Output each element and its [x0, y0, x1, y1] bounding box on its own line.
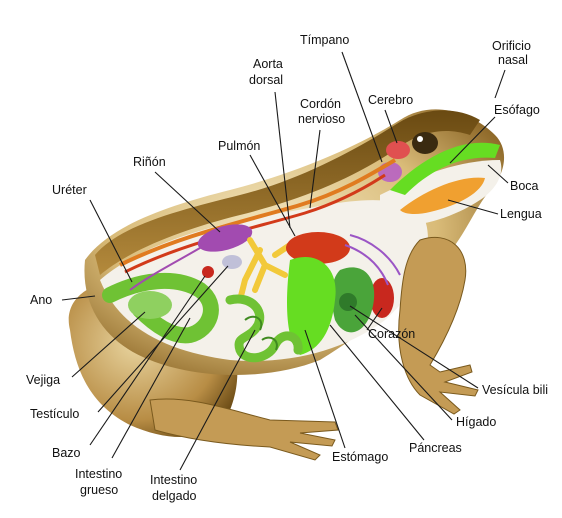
label-cordon-2: nervioso: [298, 112, 345, 126]
label-boca: Boca: [510, 179, 539, 193]
label-orificio-1: Orificio: [492, 39, 531, 53]
label-ureter: Uréter: [52, 183, 87, 197]
label-esofago: Esófago: [494, 103, 540, 117]
brain: [386, 141, 410, 159]
label-int-grueso-1: Intestino: [75, 467, 122, 481]
label-orificio-2: nasal: [498, 53, 528, 67]
front-leg: [399, 237, 478, 414]
leader-orificio: [495, 70, 505, 98]
label-int-grueso-2: grueso: [80, 483, 118, 497]
label-corazon: Corazón: [368, 327, 415, 341]
label-cerebro: Cerebro: [368, 93, 413, 107]
label-pulmon: Pulmón: [218, 139, 260, 153]
testis: [222, 255, 242, 269]
label-aorta-1: Aorta: [253, 57, 283, 71]
bladder: [128, 291, 172, 319]
label-cordon-1: Cordón: [300, 97, 341, 111]
label-lengua: Lengua: [500, 207, 542, 221]
label-timpano: Tímpano: [300, 33, 349, 47]
label-estomago: Estómago: [332, 450, 388, 464]
spleen: [202, 266, 214, 278]
label-int-delgado-1: Intestino: [150, 473, 197, 487]
label-pancreas: Páncreas: [409, 441, 462, 455]
hind-foot: [150, 399, 338, 460]
label-int-delgado-2: delgado: [152, 489, 197, 503]
label-higado: Hígado: [456, 415, 496, 429]
label-testiculo: Testículo: [30, 407, 79, 421]
label-aorta-2: dorsal: [249, 73, 283, 87]
label-ano: Ano: [30, 293, 52, 307]
label-vesicula: Vesícula bili: [482, 383, 548, 397]
eye-highlight: [417, 136, 423, 142]
label-vejiga: Vejiga: [26, 373, 60, 387]
label-rinon: Riñón: [133, 155, 166, 169]
label-bazo: Bazo: [52, 446, 81, 460]
eye: [412, 132, 438, 154]
